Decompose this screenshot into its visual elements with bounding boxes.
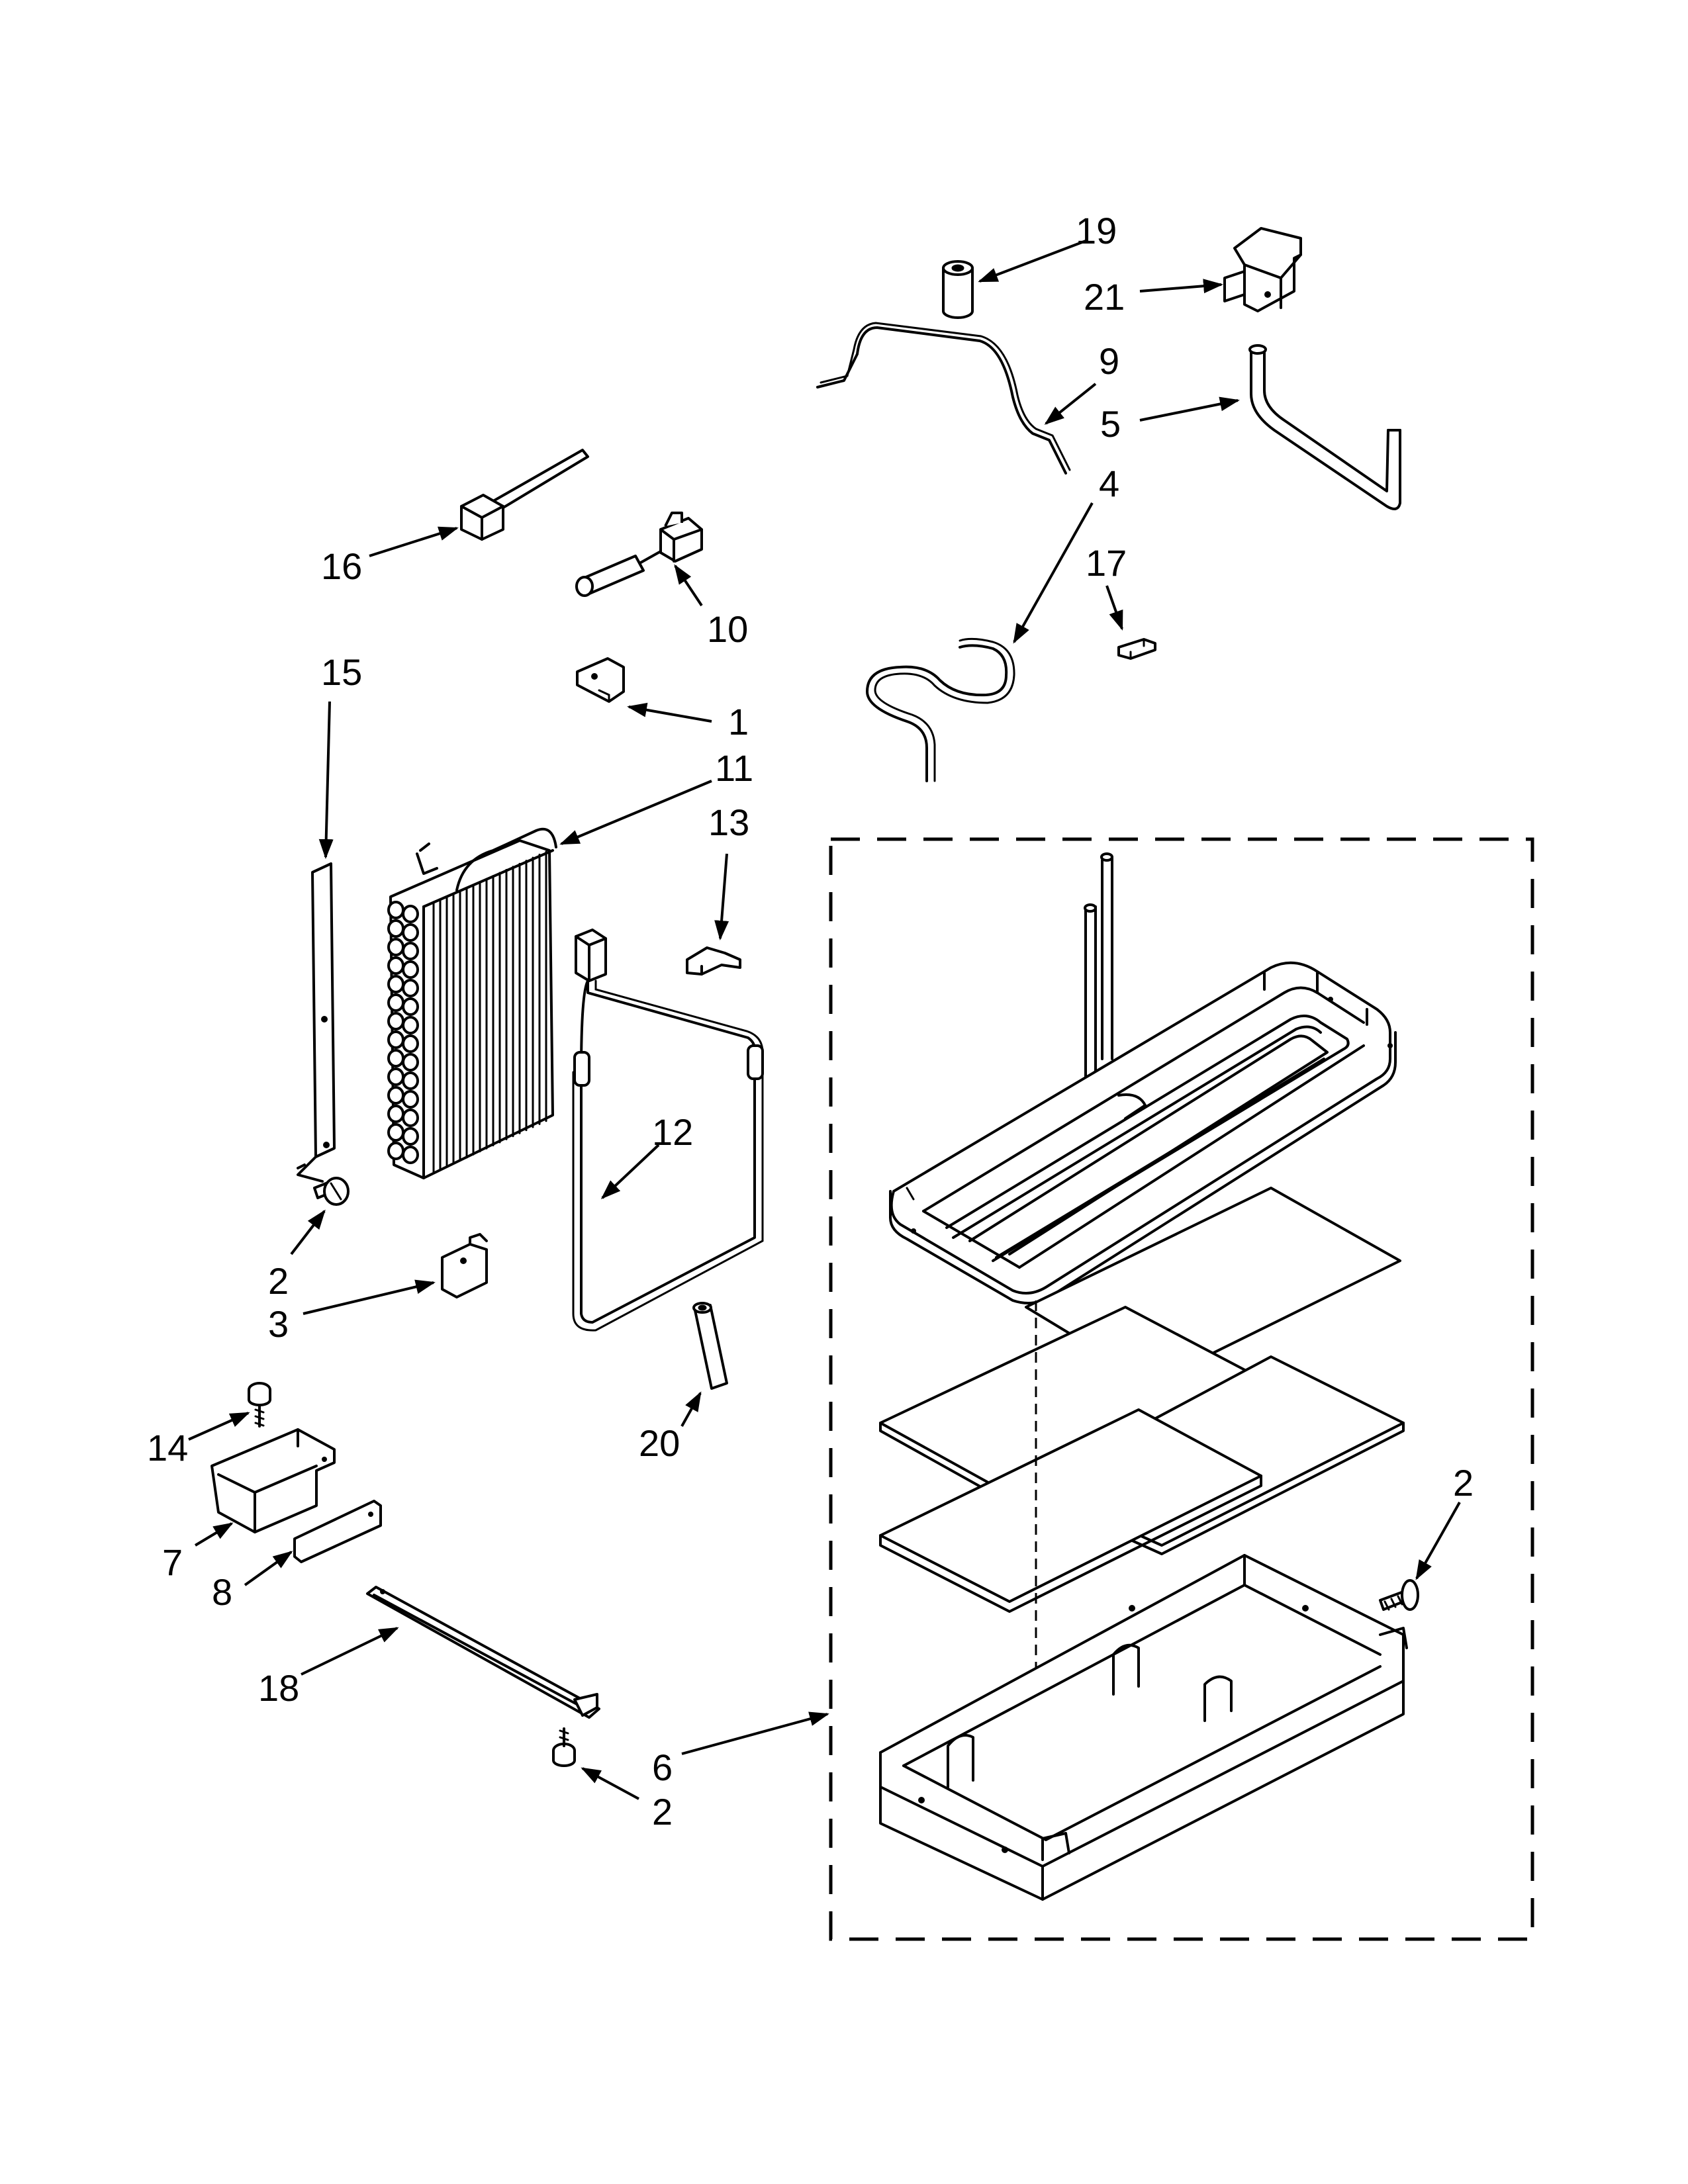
callout-1: 1 [728, 701, 749, 743]
callout-12: 12 [652, 1111, 693, 1153]
leader-lines [188, 240, 1461, 1800]
callout-14: 14 [147, 1427, 188, 1469]
part-8-cover-plate [293, 1500, 382, 1563]
part-13-clip [686, 946, 741, 976]
callout-7: 7 [162, 1541, 183, 1583]
part-11-evaporator [387, 827, 557, 1179]
callout-8: 8 [212, 1571, 232, 1613]
part-4-wavy-tube [866, 637, 1015, 782]
callout-2-bottom: 2 [652, 1791, 673, 1833]
callout-2-left: 2 [268, 1260, 289, 1302]
callout-11: 11 [715, 747, 753, 789]
part-9-tube [816, 322, 1071, 475]
callout-17: 17 [1086, 542, 1127, 584]
callout-16: 16 [321, 545, 362, 587]
callout-20: 20 [639, 1422, 680, 1464]
part-2-screw-bottom [552, 1727, 576, 1767]
callout-3: 3 [268, 1303, 289, 1345]
part-16-probe [460, 449, 589, 541]
assembly-6-parts [879, 852, 1419, 1901]
callout-13: 13 [708, 801, 749, 843]
part-1-plate [576, 657, 625, 703]
callout-5: 5 [1100, 403, 1121, 445]
part-15-strip [297, 862, 336, 1183]
callout-4: 4 [1099, 463, 1119, 504]
callout-15: 15 [321, 651, 362, 693]
callout-10: 10 [707, 608, 748, 650]
callout-numbers: 19 21 9 5 4 17 16 10 1 15 11 13 12 2 3 2… [147, 210, 1474, 1833]
part-21-bracket [1223, 227, 1302, 312]
callout-2-right: 2 [1453, 1462, 1474, 1504]
part-17-clip [1117, 638, 1156, 660]
callout-18: 18 [258, 1667, 299, 1709]
part-7-box-bracket [211, 1428, 336, 1533]
part-2-screw-left [313, 1177, 350, 1206]
part-10-sensor [575, 512, 703, 597]
part-18-strip [366, 1586, 600, 1719]
assembly-6-box [829, 837, 1534, 1941]
callout-9: 9 [1099, 340, 1119, 382]
part-12-wire-harness [572, 929, 764, 1332]
part-3-plate [441, 1233, 488, 1298]
part-5-elbow-tube [1248, 344, 1401, 510]
callout-6: 6 [652, 1747, 673, 1788]
callout-19: 19 [1076, 210, 1117, 251]
callout-21: 21 [1084, 276, 1125, 318]
part-14-screw [248, 1382, 271, 1428]
part-20-tube [692, 1302, 728, 1390]
part-19-cylinder [942, 260, 974, 319]
